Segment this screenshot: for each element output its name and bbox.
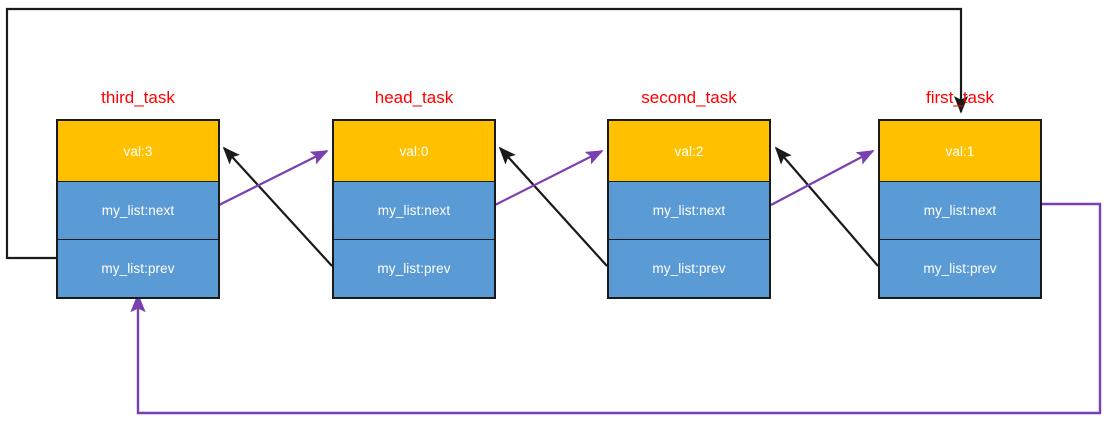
node-third-task: val:3 my_list:next my_list:prev — [56, 119, 220, 299]
node-first-task-prev: my_list:prev — [880, 239, 1040, 297]
node-label-second-task: second_task — [641, 88, 737, 107]
node-label-third-task: third_task — [101, 88, 175, 107]
node-label-first-task: first_task — [925, 88, 995, 107]
next-wire-second-to-first — [770, 150, 875, 206]
node-head-task-val: val:0 — [334, 121, 494, 181]
node-head-task: val:0 my_list:next my_list:prev — [332, 119, 496, 299]
node-label-head-task: head_task — [374, 88, 454, 107]
node-third-task-prev: my_list:prev — [58, 239, 218, 297]
node-head-task-prev: my_list:prev — [334, 239, 494, 297]
node-second-task-prev: my_list:prev — [609, 239, 769, 297]
node-second-task-next: my_list:next — [609, 181, 769, 239]
prev-wire-first-to-second — [774, 146, 879, 267]
node-head-task-next: my_list:next — [334, 181, 494, 239]
node-first-task-next: my_list:next — [880, 181, 1040, 239]
prev-wire-head-to-third — [222, 146, 333, 267]
prev-wire-second-to-head — [498, 146, 608, 267]
node-first-task: val:1 my_list:next my_list:prev — [878, 119, 1042, 299]
node-second-task: val:2 my_list:next my_list:prev — [607, 119, 771, 299]
node-second-task-val: val:2 — [609, 121, 769, 181]
node-third-task-val: val:3 — [58, 121, 218, 181]
node-third-task-next: my_list:next — [58, 181, 218, 239]
next-wire-third-to-head — [218, 150, 329, 206]
next-wire-head-to-second — [494, 150, 604, 206]
node-first-task-val: val:1 — [880, 121, 1040, 181]
